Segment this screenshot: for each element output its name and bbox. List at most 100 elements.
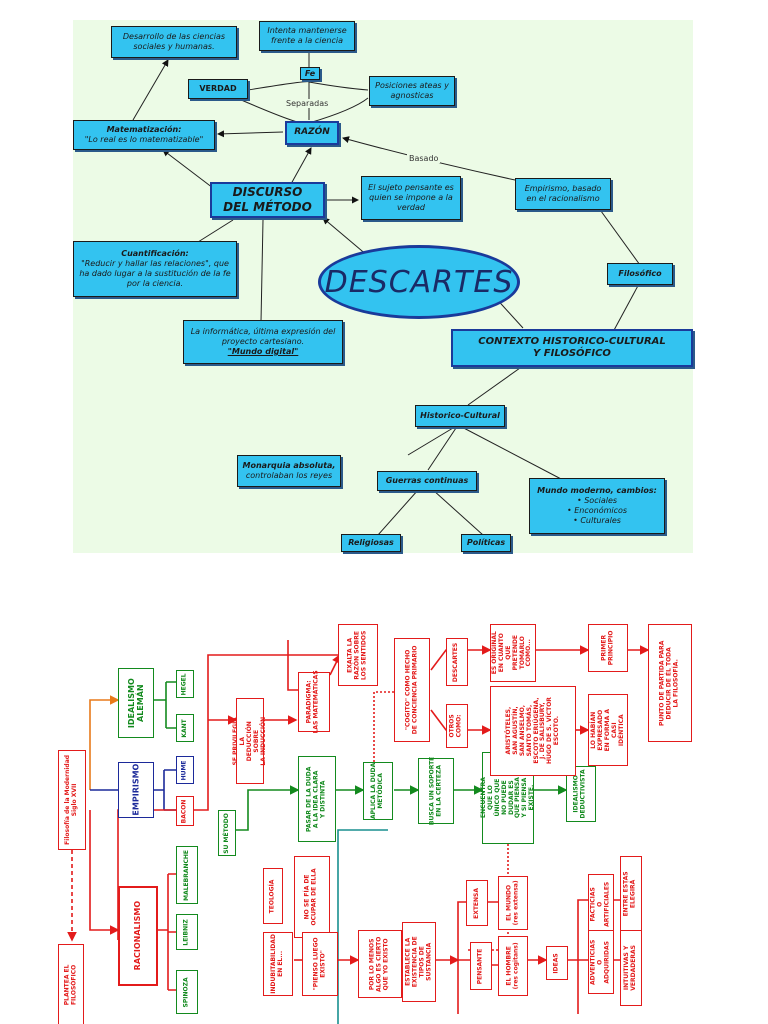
box-spinoza: SPINOZA [176, 970, 198, 1014]
box-hegel: HEGEL [176, 670, 194, 698]
box-establece-text: ESTABLECE LA EXISTENCIA DE TIPOS DE SUST… [404, 936, 432, 988]
node-empirismo: Empirismo, basado en el racionalismo [515, 178, 611, 210]
box-bacon-text: BACON [180, 799, 188, 823]
node-contexto-line2: Y FILOSÓFICO [533, 348, 611, 359]
box-pasar-text: PASAR DE LA DUDA A LA IDEA CLARA Y DISTI… [305, 766, 327, 832]
node-discurso-line1: DISCURSO [232, 185, 303, 199]
box-exalta-razon: EXALTA LA RAZÓN SOBRE LOS SENTIDOS [338, 624, 378, 686]
node-intenta-text: Intenta mantenerse frente a la ciencia [267, 26, 347, 45]
box-extensa: EXTENSA [466, 880, 488, 926]
box-spinoza-text: SPINOZA [182, 976, 190, 1008]
box-pienso-text: "PIENSO LUEGO EXISTO" [312, 937, 326, 991]
box-busca-text: BUSCA UN SOPORTE EN LA CERTEZA [428, 756, 443, 826]
node-fe-text: Fe [304, 68, 316, 78]
node-cambio-3-text: Culturales [580, 516, 621, 525]
node-cambio-2: • Enconómicos [566, 506, 628, 515]
node-politicas: Políticas [461, 534, 511, 552]
box-bacon: BACON [176, 796, 194, 826]
concept-map-descartes: Desarrollo de las ciencias sociales y hu… [73, 20, 693, 553]
box-pienso-luego: "PIENSO LUEGO EXISTO" [302, 932, 338, 996]
node-filosofico-text: Filosófico [618, 269, 662, 278]
node-guerras-text: Guerras continuas [385, 476, 469, 485]
box-intuitivas: INTUITIVAS Y VERDADERAS [620, 930, 642, 1006]
box-paradigma-text: PARADIGMA: LAS MATEMÁTICAS [306, 670, 320, 734]
box-malebranche: MALEBRANCHE [176, 846, 198, 904]
node-mundo-moderno-title: Mundo moderno, cambios: [537, 486, 657, 495]
box-teologia: TEOLOGÍA [263, 868, 283, 924]
box-kant: KANT [176, 714, 194, 742]
node-empirismo-text: Empirismo, basado en el racionalismo [524, 184, 602, 203]
node-verdad-text: VERDAD [199, 84, 237, 93]
box-el-hombre-text: EL HOMBRE (res cogitans) [505, 942, 519, 990]
box-aplica-text: APLICA LA DUDA METÓDICA [370, 762, 385, 820]
box-entre-estas-text: ENTRE ESTAS ELEGIRÁ [623, 871, 638, 917]
box-entre-estas: ENTRE ESTAS ELEGIRÁ [620, 856, 642, 932]
node-matematizacion-text: "Lo real es lo matematizable" [84, 135, 204, 144]
box-lo-habian-text: LO HABÍAN EXPRESADO EN FORMA A CASI IDÉN… [589, 708, 625, 752]
node-cambio-1-text: Sociales [584, 496, 618, 505]
node-monarquia-text: controlaban los reyes [245, 471, 333, 480]
node-politicas-text: Políticas [466, 538, 506, 547]
box-indubitabilidad-text: INDUBITABILIDAD EN EL... [270, 934, 284, 994]
node-posiciones-text: Posiciones ateas y agnosticas [375, 81, 449, 100]
node-filosofico: Filosófico [607, 263, 673, 285]
box-punto-partida: PUNTO DE PARTIDA PARA DEDUCIR DE ÉL TODA… [648, 624, 692, 742]
node-religiosas-text: Religiosas [348, 538, 394, 547]
box-leibniz-text: LEIBNIZ [182, 918, 190, 946]
box-adventicias-text: ADVENTICIAS O ADQUIRIDAS [589, 939, 611, 985]
box-es-original-text: ES ORIGINAL EN CUANTO QUE PRETENDE TOMAR… [491, 631, 533, 675]
box-malebranche-text: MALEBRANCHE [182, 849, 190, 901]
box-hume: HUME [176, 756, 194, 784]
node-cambio-2-text: Enconómicos [574, 506, 628, 515]
node-intenta: Intenta mantenerse frente a la ciencia [259, 21, 355, 51]
box-plantea: PLANTEA EL FILOSÓFICO [58, 944, 84, 1024]
concept-map-modernidad: Filosofía de la Modernidad Siglo XVII PL… [58, 610, 710, 1024]
box-intuitivas-text: INTUITIVAS Y VERDADERAS [623, 945, 637, 991]
box-aplica-duda: APLICA LA DUDA METÓDICA [363, 762, 393, 820]
node-guerras: Guerras continuas [377, 471, 477, 491]
label-basado: Basado [407, 154, 441, 163]
node-cuantificacion: Cuantificación: "Reducir y hallar las re… [73, 241, 237, 297]
box-establece: ESTABLECE LA EXISTENCIA DE TIPOS DE SUST… [402, 922, 436, 1002]
box-empirismo-text: EMPIRISMO [131, 764, 141, 816]
node-matematizacion-title: Matematización: [106, 125, 182, 134]
central-node-descartes: DESCARTES [318, 245, 520, 319]
box-exalta-text: EXALTA LA RAZÓN SOBRE LOS SENTIDOS [346, 630, 368, 680]
node-matematizacion: Matematización: "Lo real es lo matematiz… [73, 120, 215, 150]
box-ideas: IDEAS [546, 946, 568, 980]
box-busca-soporte: BUSCA UN SOPORTE EN LA CERTEZA [418, 756, 454, 826]
node-sujeto-text: El sujeto pensante es quien se impone a … [368, 183, 454, 212]
box-kant-text: KANT [180, 718, 188, 738]
box-aristoteles: ARISTÓTELES, SAN AGUSTÍN, SAN ANSELMO, S… [490, 686, 576, 776]
box-el-mundo-text: EL MUNDO (res extensa) [505, 880, 520, 926]
node-religiosas: Religiosas [341, 534, 401, 552]
node-fe: Fe [300, 67, 320, 80]
box-plantea-text: PLANTEA EL FILOSÓFICO [63, 964, 78, 1005]
node-cuantificacion-title: Cuantificación: [121, 249, 189, 258]
node-contexto: CONTEXTO HISTORICO-CULTURAL Y FILOSÓFICO [451, 329, 693, 367]
box-primer-principio: PRIMER PRINCIPIO [588, 624, 628, 672]
node-razon: RAZÓN [285, 121, 339, 145]
box-filosofia-text: Filosofía de la Modernidad Siglo XVII [64, 755, 78, 845]
box-leibniz: LEIBNIZ [176, 914, 198, 950]
box-descartes-text: DESCARTES [452, 642, 460, 682]
box-el-hombre: EL HOMBRE (res cogitans) [498, 936, 528, 996]
box-teologia-text: TEOLOGÍA [268, 879, 276, 913]
node-discurso-line2: DEL MÉTODO [223, 200, 312, 214]
box-otros-como: OTROS COMO: [446, 704, 468, 748]
box-cogito: "COGITO" COMO HECHO DE CONCIENCIA PRIMAR… [394, 638, 430, 742]
box-idealismo-text: IDEALISMO ALEMÁN [126, 678, 145, 728]
node-verdad: VERDAD [188, 79, 248, 99]
node-sujeto: El sujeto pensante es quien se impone a … [361, 176, 461, 220]
node-monarquia-title: Monarquia absoluta, [242, 461, 336, 470]
box-adventicias: ADVENTICIAS O ADQUIRIDAS [588, 930, 614, 994]
map1-connectors [132, 42, 641, 536]
label-separadas: Separadas [284, 99, 331, 108]
node-cambio-1: • Sociales [576, 496, 618, 505]
box-racionalismo: RACIONALISMO [118, 886, 158, 986]
box-paradigma: PARADIGMA: LAS MATEMÁTICAS [298, 670, 330, 734]
box-filosofia-modernidad: Filosofía de la Modernidad Siglo XVII [58, 750, 86, 850]
box-no-se-fia: NO SE FÍA DE OCUPAR DE ELLA [294, 856, 330, 938]
node-posiciones: Posiciones ateas y agnosticas [369, 76, 455, 106]
box-empirismo: EMPIRISMO [118, 762, 154, 818]
